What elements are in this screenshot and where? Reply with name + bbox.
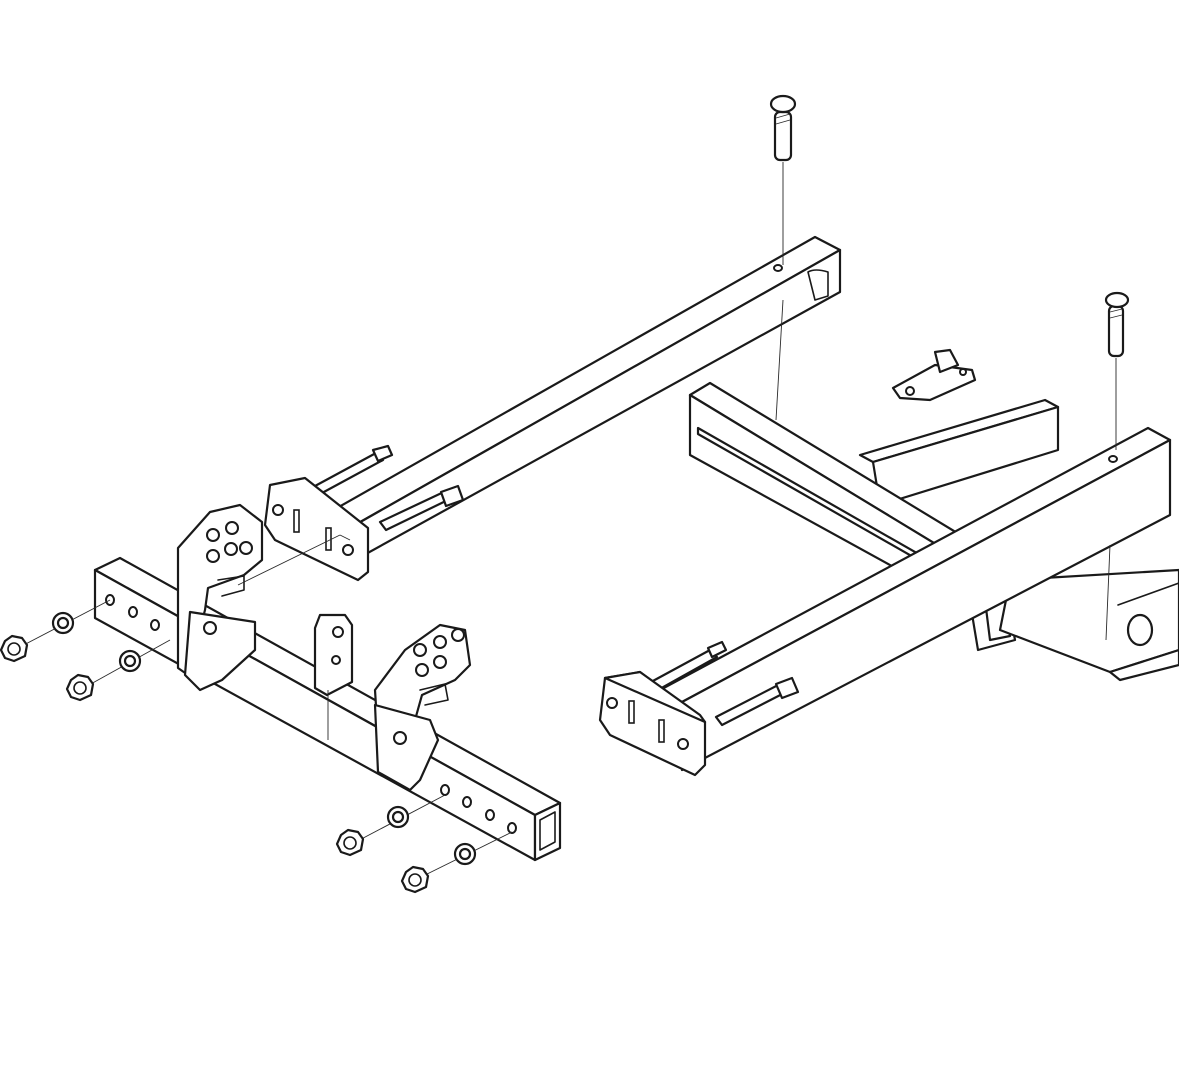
right-stud-lower — [714, 676, 800, 727]
fastener-left-lower — [65, 639, 171, 702]
right-plate-slot-2 — [658, 719, 665, 743]
right-mount-tube — [598, 426, 1172, 777]
left-stud-lower — [378, 484, 465, 532]
front-crossbar — [93, 556, 562, 862]
frame-rail — [858, 398, 1060, 507]
fastener-right-lower — [400, 831, 513, 894]
bracket-to-plate-leader — [237, 534, 351, 586]
left-end-plate — [263, 476, 370, 582]
right-plate-hole-2 — [677, 738, 689, 750]
nut-4 — [400, 865, 430, 894]
nut-2 — [65, 673, 95, 702]
pin-right-leader — [1105, 358, 1117, 641]
left-bracket — [176, 503, 264, 692]
fastener-right-upper — [335, 794, 446, 857]
left-mount-tube — [263, 235, 842, 582]
fastener-left-upper — [0, 599, 111, 663]
crossbar-holes-right — [440, 784, 517, 834]
retainer-clip — [891, 348, 977, 402]
pin-left — [769, 94, 797, 162]
left-plate-slot-1 — [293, 509, 300, 533]
left-plate-hole-2 — [342, 544, 354, 556]
crossbar-holes-left — [105, 594, 160, 631]
right-plate-hole-1 — [606, 697, 618, 709]
right-bracket — [373, 623, 472, 792]
left-plate-slot-2 — [325, 527, 332, 551]
right-end-plate — [598, 670, 707, 777]
center-tab — [313, 613, 354, 697]
crossbar-open-end — [533, 801, 562, 862]
frame-rear-section — [998, 568, 1179, 682]
right-plate-slot-1 — [628, 700, 635, 724]
pin-left-leader — [775, 162, 784, 421]
left-plate-hole-1 — [272, 504, 284, 516]
right-tube-pin-hole — [1108, 455, 1118, 463]
left-tube-pin-hole — [773, 264, 783, 272]
nut-3 — [335, 828, 365, 857]
nut-1 — [0, 634, 29, 663]
pin-right — [1104, 291, 1130, 358]
